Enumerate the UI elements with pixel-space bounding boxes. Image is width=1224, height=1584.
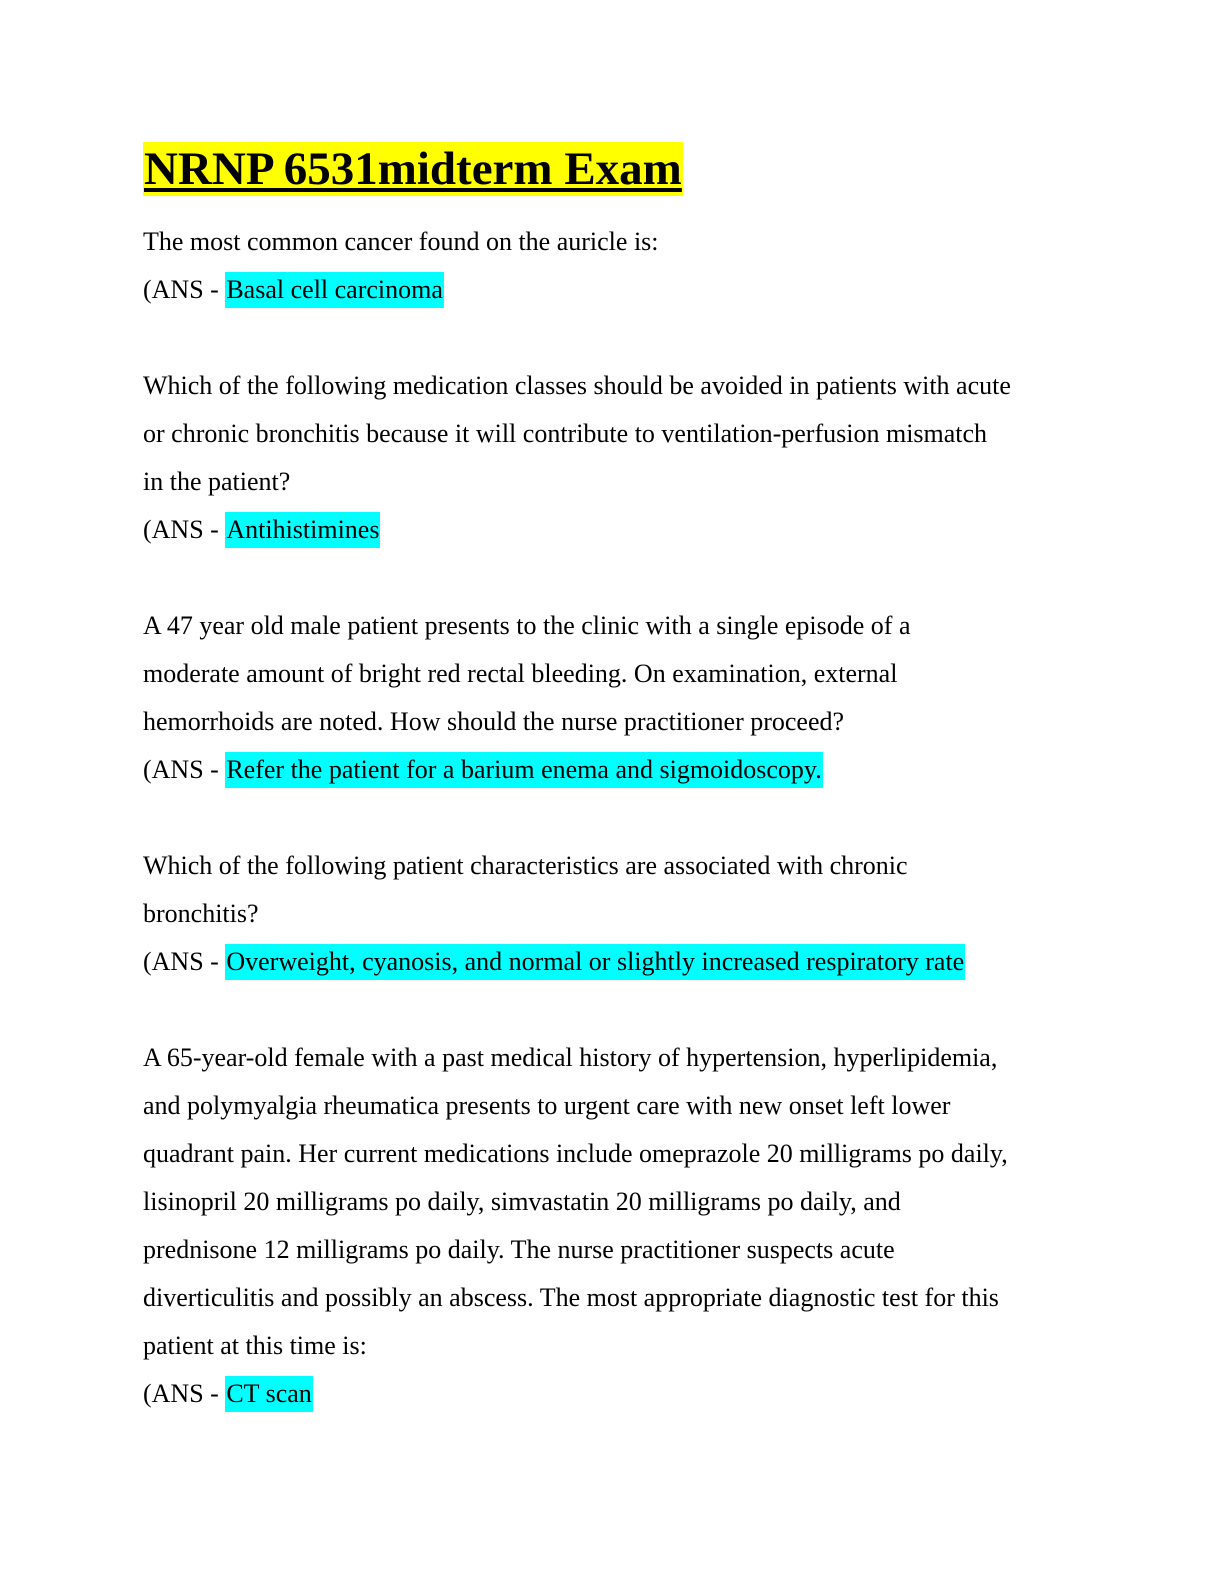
- question-text-line: A 65-year-old female with a past medical…: [143, 1043, 998, 1072]
- question-text-line: Which of the following patient character…: [143, 851, 908, 880]
- answer-prefix: (ANS -: [143, 755, 226, 784]
- question-block: The most common cancer found on the auri…: [143, 218, 1103, 314]
- question-text-line: moderate amount of bright red rectal ble…: [143, 659, 898, 688]
- answer-prefix: (ANS -: [143, 275, 226, 304]
- question-text-line: bronchitis?: [143, 899, 259, 928]
- answer-prefix: (ANS -: [143, 515, 226, 544]
- answer-line: (ANS - Antihistimines: [143, 506, 1103, 554]
- question-text-line: in the patient?: [143, 467, 291, 496]
- question-text-line: prednisone 12 milligrams po daily. The n…: [143, 1235, 895, 1264]
- answer-highlight: Refer the patient for a barium enema and…: [225, 752, 823, 788]
- question-text-line: quadrant pain. Her current medications i…: [143, 1139, 1008, 1168]
- answer-highlight: CT scan: [225, 1376, 313, 1412]
- question-list: The most common cancer found on the auri…: [143, 218, 1103, 1466]
- question-text-line: and polymyalgia rheumatica presents to u…: [143, 1091, 951, 1120]
- question-text-line: lisinopril 20 milligrams po daily, simva…: [143, 1187, 901, 1216]
- answer-prefix: (ANS -: [143, 1379, 226, 1408]
- answer-line: (ANS - Basal cell carcinoma: [143, 266, 1103, 314]
- question-block: A 65-year-old female with a past medical…: [143, 1034, 1103, 1418]
- answer-highlight: Overweight, cyanosis, and normal or slig…: [225, 944, 966, 980]
- question-block: Which of the following medication classe…: [143, 362, 1103, 554]
- answer-line: (ANS - Refer the patient for a barium en…: [143, 746, 1103, 794]
- answer-prefix: (ANS -: [143, 947, 226, 976]
- question-block: Which of the following patient character…: [143, 842, 1103, 986]
- question-text-line: A 47 year old male patient presents to t…: [143, 611, 911, 640]
- answer-line: (ANS - CT scan: [143, 1370, 1103, 1418]
- question-text-line: diverticulitis and possibly an abscess. …: [143, 1283, 999, 1312]
- answer-highlight: Antihistimines: [225, 512, 381, 548]
- answer-line: (ANS - Overweight, cyanosis, and normal …: [143, 938, 1103, 986]
- document-title: NRNP 6531midterm Exam: [143, 142, 683, 196]
- question-text-line: hemorrhoids are noted. How should the nu…: [143, 707, 845, 736]
- question-text-line: patient at this time is:: [143, 1331, 367, 1360]
- question-block: A 47 year old male patient presents to t…: [143, 602, 1103, 794]
- question-text-line: or chronic bronchitis because it will co…: [143, 419, 988, 448]
- answer-highlight: Basal cell carcinoma: [225, 272, 444, 308]
- document-header: NRNP 6531midterm Exam: [143, 142, 683, 196]
- question-text-line: The most common cancer found on the auri…: [143, 227, 659, 256]
- question-text-line: Which of the following medication classe…: [143, 371, 1011, 400]
